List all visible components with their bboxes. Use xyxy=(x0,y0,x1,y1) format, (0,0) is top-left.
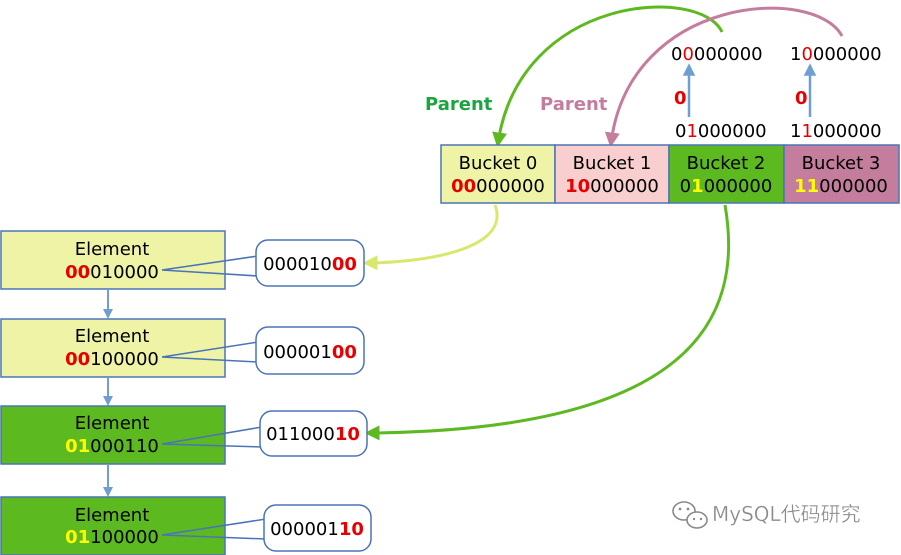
parent-label-pink: Parent xyxy=(540,94,608,115)
element-node-1: Element 00100000 00000100 xyxy=(0,318,365,378)
bucket-label: Bucket 2 xyxy=(687,153,766,174)
bucket-0: Bucket 0 00000000 xyxy=(440,144,556,204)
bucket-1: Bucket 1 10000000 xyxy=(554,144,670,204)
callout-pointer xyxy=(161,341,259,363)
element-label: Element xyxy=(75,413,150,434)
wechat-icon xyxy=(672,501,708,529)
bucket0-link-arrow xyxy=(362,204,499,271)
element-code: 00010000 xyxy=(65,262,159,283)
element-code: 01100000 xyxy=(65,527,159,548)
parent-label-green: Parent xyxy=(425,94,493,115)
transition-bit: 0 xyxy=(674,88,687,109)
transition-left: 00000000 0 01000000 xyxy=(671,44,767,142)
bucket-label: Bucket 1 xyxy=(573,153,652,174)
bucket-code: 11000000 xyxy=(794,176,888,197)
callout-code: 00000100 xyxy=(263,342,357,363)
callout-box xyxy=(255,239,365,287)
transition-bit: 0 xyxy=(795,88,808,109)
callout-code: 00000110 xyxy=(270,519,364,540)
watermark-text: MySQL代码研究 xyxy=(712,502,861,526)
element-node-3: Element 01100000 00000110 xyxy=(0,496,372,555)
bucket-code: 10000000 xyxy=(565,176,659,197)
bucket-label: Bucket 3 xyxy=(802,153,881,174)
watermark: MySQL代码研究 xyxy=(672,501,861,529)
parent-arrow-pink xyxy=(604,6,844,148)
callout-box xyxy=(263,504,372,552)
element-node-2: Element 01000110 01100010 xyxy=(0,405,368,465)
callout-pointer xyxy=(161,255,259,277)
bucket-code: 00000000 xyxy=(451,176,545,197)
callout-code: 01100010 xyxy=(266,424,360,445)
transition-right: 10000000 0 11000000 xyxy=(790,44,882,142)
bucket-label: Bucket 0 xyxy=(459,153,538,174)
transition-top-code: 00000000 xyxy=(671,44,763,65)
callout-pointer xyxy=(161,426,263,448)
element-label: Element xyxy=(75,505,150,526)
bucket-3: Bucket 3 11000000 xyxy=(783,144,900,204)
bucket2-link-arrow xyxy=(364,204,731,441)
element-label: Element xyxy=(75,326,150,347)
callout-box xyxy=(255,326,365,375)
bucket-2: Bucket 2 01000000 xyxy=(668,144,785,204)
transition-bottom-code: 11000000 xyxy=(790,121,882,142)
callout-code: 00001000 xyxy=(263,254,357,275)
element-code: 00100000 xyxy=(65,349,159,370)
element-code: 01000110 xyxy=(65,436,159,457)
callout-box xyxy=(259,410,368,457)
transition-top-code: 10000000 xyxy=(790,44,882,65)
transition-bottom-code: 01000000 xyxy=(675,121,767,142)
bucket-array: Bucket 0 00000000 Bucket 1 10000000 Buck… xyxy=(440,144,900,204)
element-label: Element xyxy=(75,239,150,260)
parent-arrow-green xyxy=(492,5,724,148)
bucket-code: 01000000 xyxy=(680,176,773,197)
callout-pointer xyxy=(161,518,267,540)
element-node-0: Element 00010000 00001000 xyxy=(0,230,365,290)
